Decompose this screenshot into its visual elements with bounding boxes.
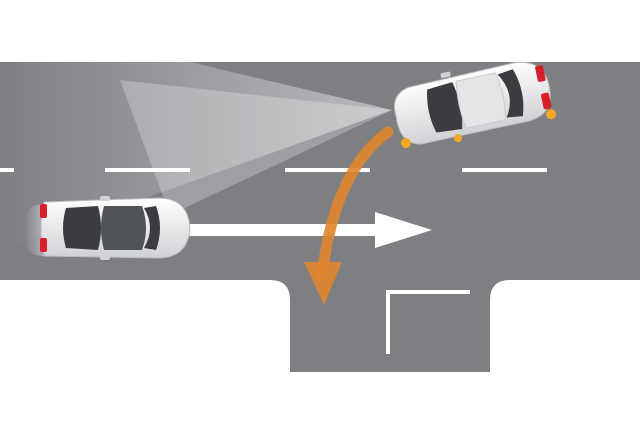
sensor-beam-core — [120, 80, 392, 215]
turn-arrow — [304, 126, 394, 305]
car-turning-left — [393, 61, 557, 149]
car-driving-straight — [24, 196, 191, 260]
side-street-marking — [386, 290, 470, 354]
